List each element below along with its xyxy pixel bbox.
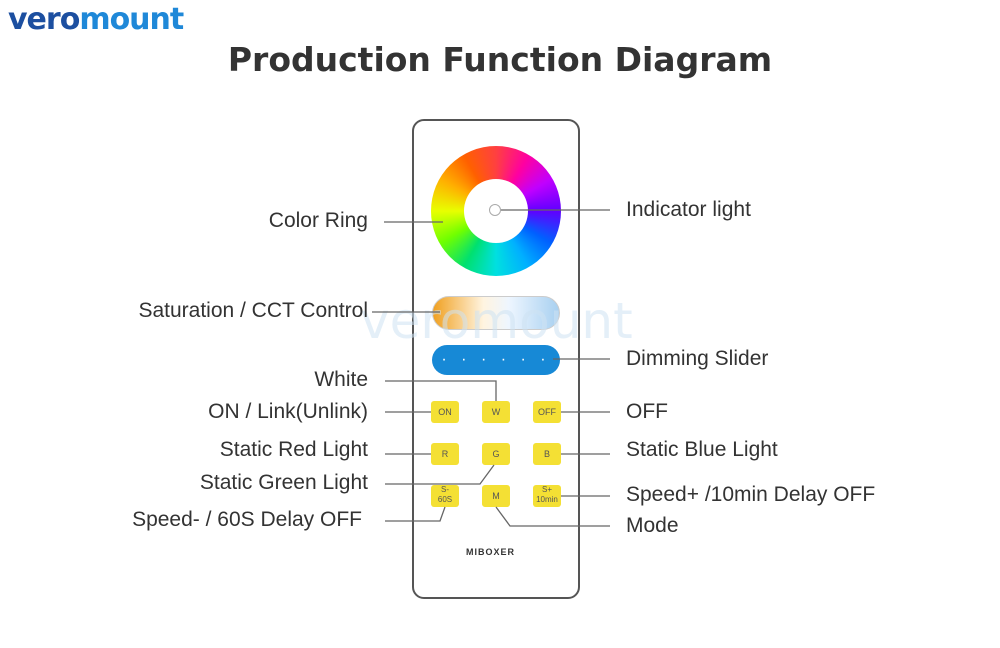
label-static-blue: Static Blue Light: [626, 438, 778, 461]
remote-brand: MIBOXER: [466, 547, 516, 557]
label-speed-plus: Speed+ /10min Delay OFF: [626, 483, 876, 506]
speed-minus-sublabel: 60S: [437, 495, 453, 504]
speed-plus-button[interactable]: S+ 10min: [533, 485, 561, 507]
label-static-red: Static Red Light: [219, 438, 368, 461]
label-color-ring: Color Ring: [268, 209, 368, 232]
mode-button[interactable]: M: [482, 485, 510, 507]
watermark: veromount: [360, 292, 633, 350]
off-button[interactable]: OFF: [533, 401, 561, 423]
red-button[interactable]: R: [431, 443, 459, 465]
leader-mode: [495, 506, 610, 527]
on-button[interactable]: ON: [431, 401, 459, 423]
blue-button[interactable]: B: [533, 443, 561, 465]
label-on-link: ON / Link(Unlink): [208, 400, 368, 423]
speed-minus-label: S-: [441, 485, 449, 494]
leader-speed-minus: [385, 506, 446, 522]
leader-white: [385, 380, 497, 401]
logo-part-2: mount: [79, 2, 184, 37]
saturation-slider[interactable]: [432, 296, 560, 330]
label-saturation: Saturation / CCT Control: [138, 299, 368, 322]
brand-logo: veromount: [8, 2, 184, 37]
label-dimming: Dimming Slider: [626, 347, 769, 370]
dimming-slider[interactable]: · · · · · · · ☀: [432, 345, 560, 398]
label-white: White: [314, 368, 368, 391]
label-indicator: Indicator light: [626, 198, 751, 221]
label-mode: Mode: [626, 514, 679, 537]
indicator-light: [489, 204, 501, 216]
diagram-title: Production Function Diagram: [227, 40, 773, 79]
label-static-green: Static Green Light: [199, 471, 368, 494]
green-button[interactable]: G: [482, 443, 510, 465]
white-button[interactable]: W: [482, 401, 510, 423]
logo-part-1: vero: [8, 2, 80, 37]
leader-green: [385, 464, 495, 485]
speed-minus-button[interactable]: S- 60S: [431, 485, 459, 507]
speed-plus-label: S+: [541, 485, 552, 494]
speed-plus-sublabel: 10min: [536, 495, 558, 504]
label-off: OFF: [626, 400, 668, 423]
label-speed-minus: Speed- / 60S Delay OFF: [132, 508, 362, 531]
